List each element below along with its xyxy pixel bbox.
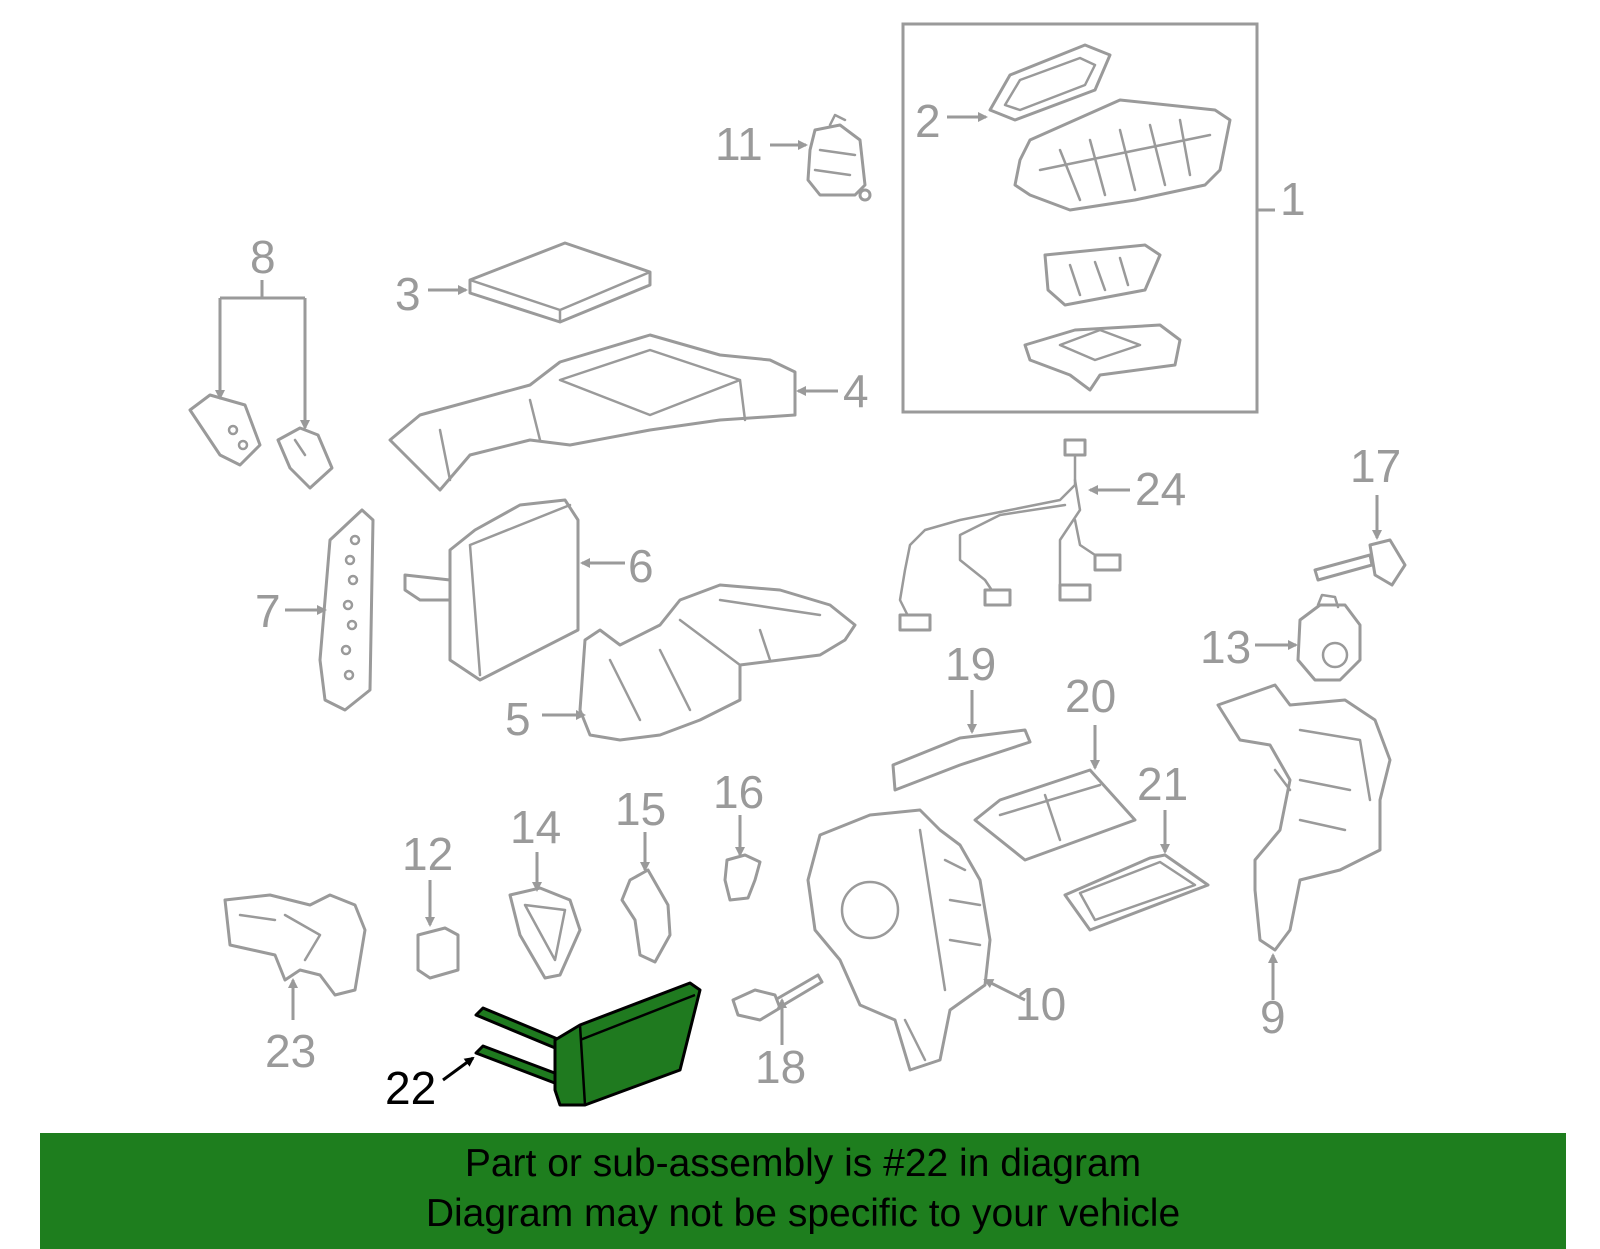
part-13-actuator-motor — [1296, 593, 1362, 682]
callout-14: 14 — [510, 801, 561, 853]
callout-23: 23 — [265, 1025, 316, 1077]
part-19-bracket — [891, 728, 1032, 792]
callout-20: 20 — [1065, 670, 1116, 722]
part-7-panel — [318, 508, 375, 712]
notice-banner: Part or sub-assembly is #22 in diagram D… — [40, 1133, 1566, 1249]
callout-24: 24 — [1135, 463, 1186, 515]
part-3-cabin-filter — [468, 241, 652, 324]
part-16-clip — [723, 853, 762, 902]
part-15-bracket — [620, 868, 672, 964]
callout-21: 21 — [1137, 758, 1188, 810]
callout-17: 17 — [1350, 440, 1401, 492]
leader-10 — [983, 978, 1026, 1002]
callout-6: 6 — [628, 540, 654, 592]
part-22-heater-core — [474, 981, 702, 1107]
callout-15: 15 — [615, 783, 666, 835]
part-18-sensor-rod — [731, 973, 824, 1022]
part-8-clips — [188, 393, 334, 490]
part-1-blower-case — [1013, 98, 1232, 392]
parts-diagram: 1 2 11 3 4 8 — [188, 22, 1407, 1114]
callout-10: 10 — [1015, 978, 1066, 1030]
part-21-filter — [1063, 853, 1210, 932]
callout-5: 5 — [505, 693, 531, 745]
callout-13: 13 — [1200, 621, 1251, 673]
leader-22 — [442, 1056, 475, 1082]
callout-16: 16 — [713, 766, 764, 818]
callout-7: 7 — [255, 585, 281, 637]
part-11-actuator — [806, 113, 872, 202]
part-14-vent — [508, 886, 582, 980]
part-5-heater-case — [578, 583, 857, 742]
callout-8: 8 — [250, 231, 276, 283]
callout-12: 12 — [402, 828, 453, 880]
part-10-blower-housing — [806, 808, 992, 1072]
callout-9: 9 — [1260, 991, 1286, 1043]
callout-22: 22 — [385, 1062, 436, 1114]
callout-19: 19 — [945, 638, 996, 690]
assembly-box-1 — [901, 22, 1259, 414]
part-6-evaporator — [403, 498, 580, 682]
part-24-wire-harness — [898, 438, 1122, 632]
part-20-door — [973, 768, 1137, 862]
part-2-filter — [988, 43, 1112, 122]
part-17-sensor — [1313, 538, 1407, 587]
notice-line-2: Diagram may not be specific to your vehi… — [425, 1192, 1181, 1235]
callout-3: 3 — [395, 268, 421, 320]
part-23-duct-adapter — [223, 893, 367, 997]
part-12-block — [416, 926, 460, 980]
callout-11: 11 — [715, 118, 763, 170]
callout-18: 18 — [755, 1041, 806, 1093]
callout-1: 1 — [1280, 173, 1306, 225]
part-9-duct — [1216, 683, 1392, 952]
callout-4: 4 — [843, 365, 869, 417]
notice-line-1: Part or sub-assembly is #22 in diagram — [464, 1142, 1142, 1185]
callout-2: 2 — [915, 95, 941, 147]
part-4-duct — [388, 333, 797, 492]
